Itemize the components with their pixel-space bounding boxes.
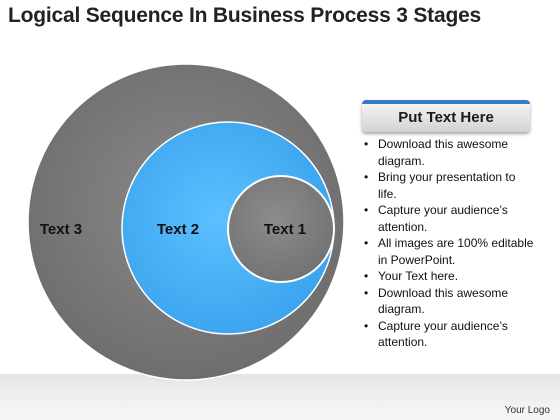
list-item: Bring your presentation to life. bbox=[360, 169, 536, 202]
list-item: Download this awesome diagram. bbox=[360, 136, 536, 169]
bullet-list: Download this awesome diagram. Bring you… bbox=[360, 136, 536, 351]
circle-label-stage-2: Text 2 bbox=[157, 221, 199, 238]
list-item: Download this awesome diagram. bbox=[360, 285, 536, 318]
panel-header: Put Text Here bbox=[362, 100, 530, 132]
logo-text: Your Logo bbox=[504, 405, 550, 416]
circle-stage-1 bbox=[227, 175, 335, 283]
list-item: All images are 100% editable in PowerPoi… bbox=[360, 235, 536, 268]
circle-label-stage-1: Text 1 bbox=[264, 221, 306, 238]
floor-gradient bbox=[0, 374, 560, 420]
list-item: Capture your audience’s attention. bbox=[360, 318, 536, 351]
circle-label-stage-3: Text 3 bbox=[40, 221, 82, 238]
page-title: Logical Sequence In Business Process 3 S… bbox=[8, 4, 482, 27]
list-item: Capture your audience’s attention. bbox=[360, 202, 536, 235]
list-item: Your Text here. bbox=[360, 268, 536, 285]
